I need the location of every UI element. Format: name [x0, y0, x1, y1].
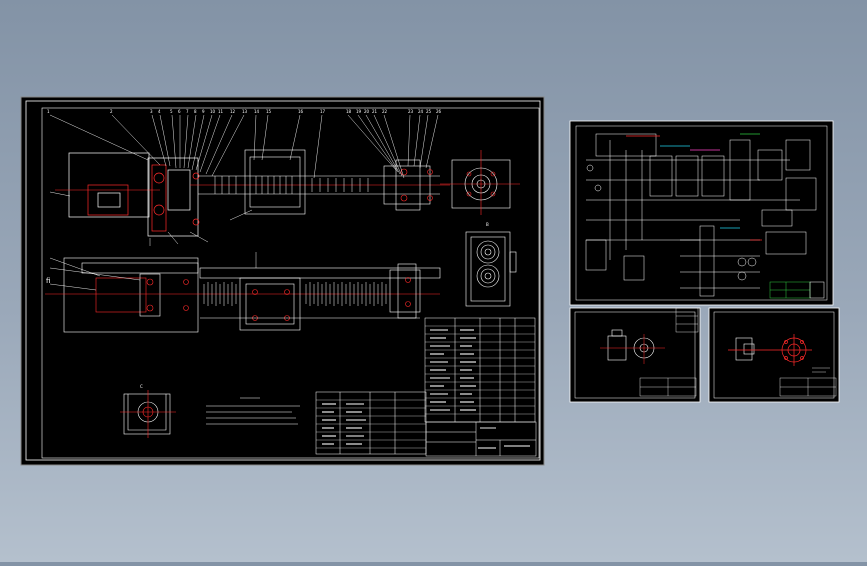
svg-text:18: 18 [346, 109, 352, 114]
svg-text:20: 20 [364, 109, 370, 114]
section-b-label: B [486, 222, 489, 227]
schematic-wires [585, 133, 817, 297]
svg-text:12: 12 [230, 109, 236, 114]
svg-text:6: 6 [178, 109, 181, 114]
svg-text:7: 7 [186, 109, 189, 114]
svg-text:25: 25 [426, 109, 432, 114]
svg-text:9: 9 [202, 109, 205, 114]
svg-text:26: 26 [436, 109, 442, 114]
svg-text:22: 22 [382, 109, 388, 114]
title-block [425, 421, 537, 457]
motor-top-view [55, 152, 200, 237]
bellows-left [203, 282, 237, 306]
scale-label: fi [46, 277, 50, 285]
svg-text:15: 15 [266, 109, 272, 114]
svg-text:4: 4 [158, 109, 161, 114]
svg-text:14: 14 [254, 109, 260, 114]
svg-text:16: 16 [298, 109, 304, 114]
end-view-flange [440, 150, 520, 215]
part-drawing-sheet-1 [569, 307, 701, 403]
svg-text:13: 13 [242, 109, 248, 114]
parts-list-table [424, 317, 536, 423]
parts-list-text [430, 329, 476, 411]
svg-text:21: 21 [372, 109, 378, 114]
svg-text:23: 23 [408, 109, 414, 114]
schematic-accents [626, 133, 762, 241]
svg-text:24: 24 [418, 109, 424, 114]
svg-text:3: 3 [150, 109, 153, 114]
svg-text:8: 8 [194, 109, 197, 114]
technical-notes [206, 397, 300, 425]
section-b-pulleys [465, 231, 517, 307]
schematic-sheet [569, 120, 834, 306]
svg-text:2: 2 [110, 109, 113, 114]
svg-text:11: 11 [218, 109, 224, 114]
svg-text:17: 17 [320, 109, 326, 114]
svg-text:10: 10 [210, 109, 216, 114]
view-c-label: C [140, 384, 143, 389]
svg-text:1: 1 [47, 109, 50, 114]
svg-text:5: 5 [170, 109, 173, 114]
view-c-bracket [120, 390, 176, 438]
parts-list-rows [425, 325, 535, 415]
leadscrew-top-view [190, 149, 450, 215]
front-elevation [45, 257, 441, 333]
svg-text:19: 19 [356, 109, 362, 114]
part-drawing-sheet-2 [708, 307, 840, 403]
callout-leaders [49, 114, 439, 221]
bellows-right [305, 282, 387, 306]
